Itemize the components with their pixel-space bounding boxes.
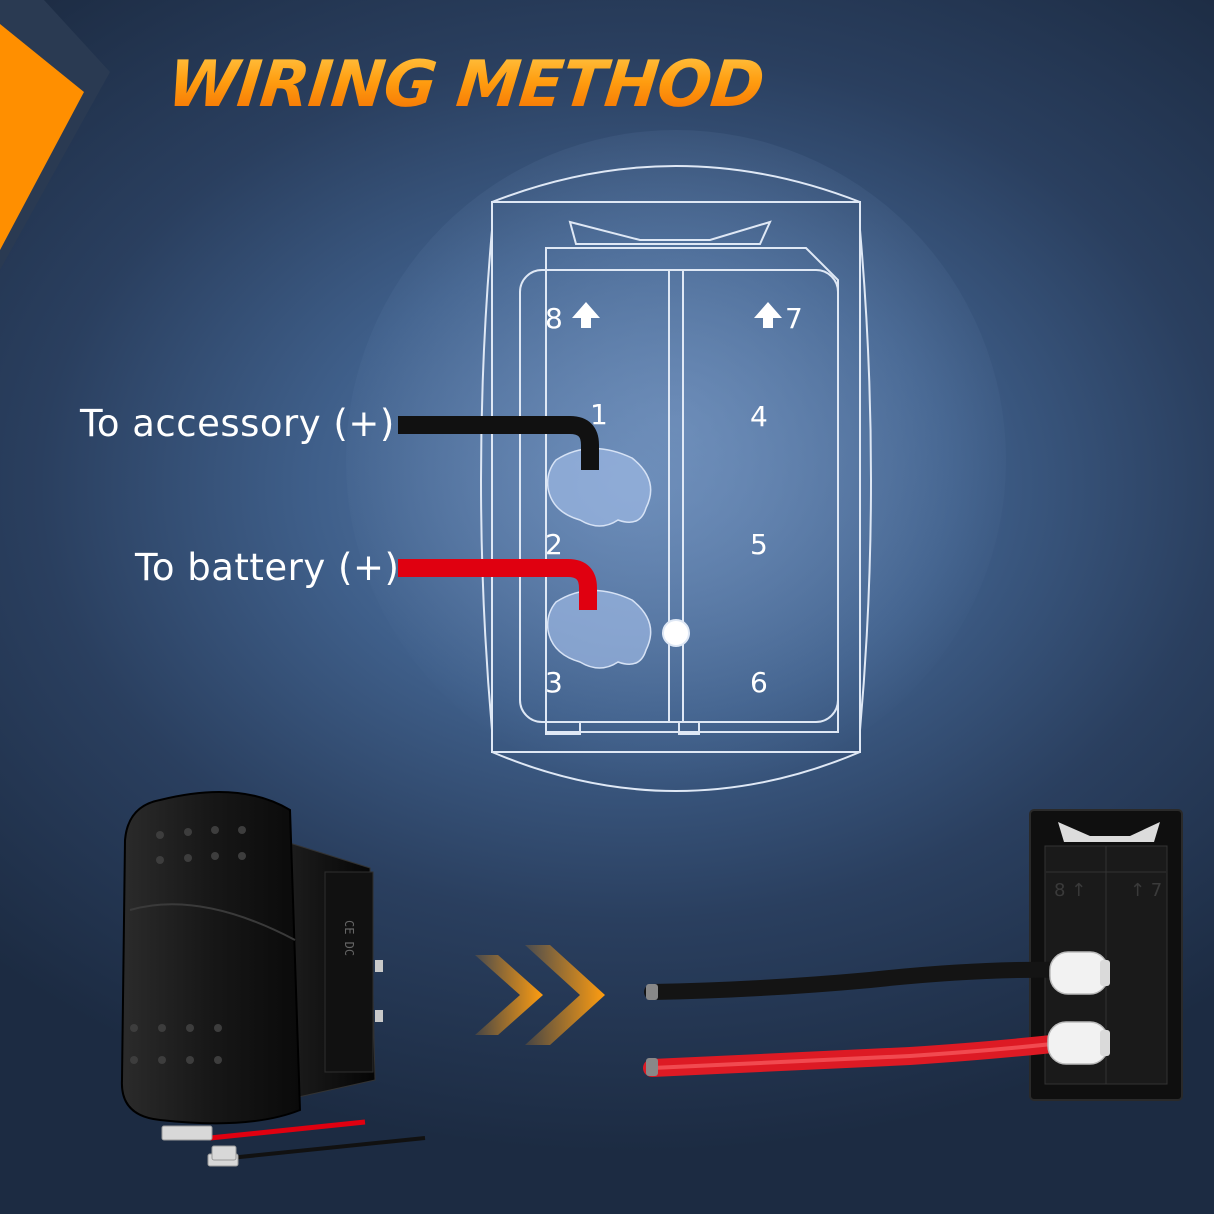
double-chevron-right-icon: [475, 945, 605, 1045]
terminal-1: [546, 447, 652, 527]
pin-1-label: 1: [590, 398, 608, 431]
pin-6-label: 6: [750, 666, 768, 699]
corner-accent: [0, 0, 110, 270]
pin-2-label: 2: [545, 528, 563, 561]
pin-5-label: 5: [750, 528, 768, 561]
indicator-led: [662, 619, 690, 647]
pin-8-label: 8: [545, 302, 563, 335]
svg-text:↑ 7: ↑ 7: [1130, 880, 1162, 901]
terminal-2: [546, 589, 652, 669]
up-arrow-icon: [754, 302, 782, 328]
svg-text:8 ↑: 8 ↑: [1054, 880, 1086, 901]
switch-outline: [480, 165, 872, 792]
pin-7-label: 7: [785, 302, 803, 335]
pin-3-label: 3: [545, 666, 563, 699]
up-arrow-icon: [572, 302, 600, 328]
accessory-wire-label: To accessory (+): [80, 402, 395, 445]
svg-text:CE DC: CE DC: [342, 920, 356, 956]
battery-wire-label: To battery (+): [135, 546, 400, 589]
accessory-wire: [398, 416, 599, 470]
rocker-switch-photo: CE DC: [120, 791, 426, 1167]
pin-4-label: 4: [750, 400, 768, 433]
battery-wire: [398, 559, 597, 610]
wired-switch-photo: 8 ↑ ↑ 7: [643, 809, 1183, 1101]
